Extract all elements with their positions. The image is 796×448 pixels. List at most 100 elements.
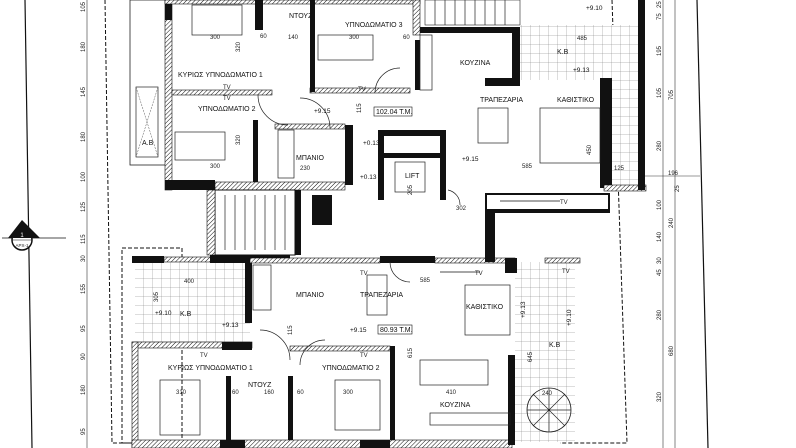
svg-text:320: 320 [236, 41, 242, 52]
svg-text:115: 115 [357, 103, 363, 113]
svg-text:310: 310 [176, 390, 187, 396]
level-mark: +9.10 [566, 309, 573, 326]
room-master-bedroom-lower: ΚΥΡΙΩΣ ΥΠΝΟΔΩΜΑΤΙΟ 1 [168, 365, 253, 372]
svg-text:705: 705 [669, 89, 675, 100]
level-mark: +9.15 [314, 108, 331, 115]
section-ref: ΑΡΧ-1 [15, 243, 29, 248]
svg-text:45: 45 [657, 269, 663, 276]
svg-text:95: 95 [81, 325, 87, 332]
svg-text:100: 100 [657, 199, 663, 210]
room-veranda-right: Κ.Β [549, 342, 561, 349]
tv-label: TV [360, 271, 368, 277]
svg-text:155: 155 [81, 283, 87, 294]
tv-label: TV [475, 271, 483, 277]
setback-line-left [104, 0, 140, 444]
level-mark: +9.10 [586, 5, 603, 12]
svg-text:95: 95 [81, 428, 87, 435]
svg-text:585: 585 [522, 164, 533, 170]
svg-text:125: 125 [614, 166, 625, 172]
svg-text:240: 240 [669, 217, 675, 228]
tv-label: TV [358, 87, 366, 93]
room-bathroom: ΜΠΑΝΙΟ [296, 155, 325, 162]
svg-text:145: 145 [81, 86, 87, 97]
svg-text:60: 60 [260, 34, 267, 40]
area-label-lower: 80.93 Τ.Μ. [380, 327, 413, 334]
room-bedroom-3: ΥΠΝΟΔΩΜΑΤΙΟ 3 [345, 22, 403, 29]
svg-text:180: 180 [81, 41, 87, 52]
ab-shaft [135, 86, 159, 158]
svg-text:205: 205 [408, 184, 414, 195]
svg-text:302: 302 [456, 206, 467, 212]
svg-text:585: 585 [420, 278, 431, 284]
lower-apartment [131, 210, 581, 448]
tv-label: TV [562, 269, 570, 275]
property-line-right [696, 0, 709, 448]
level-mark: +0.13 [360, 174, 377, 181]
sofa [464, 284, 511, 336]
level-mark: +9.13 [573, 67, 590, 74]
section-marker[interactable]: 1 ΑΡΧ-1 [2, 220, 66, 251]
svg-text:320: 320 [657, 391, 663, 402]
svg-text:450: 450 [587, 144, 593, 155]
level-mark: +9.15 [462, 156, 479, 163]
tv-label: TV [223, 96, 231, 102]
ab-label: Α.Β [142, 140, 154, 147]
svg-text:410: 410 [446, 390, 457, 396]
lift-label: LIFT [405, 173, 420, 180]
svg-text:90: 90 [81, 353, 87, 360]
property-line-left [24, 0, 33, 448]
left-dimension-chain: 105 180 145 180 100 125 115 30 155 95 90… [81, 1, 87, 435]
area-label: 102.04 Τ.Μ. [376, 109, 413, 116]
svg-text:195: 195 [657, 45, 663, 56]
room-veranda-left: Κ.Β [180, 311, 192, 318]
room-shower: ΝΤΟΥΖ [289, 13, 313, 20]
svg-text:180: 180 [81, 131, 87, 142]
svg-text:280: 280 [657, 309, 663, 320]
room-bathroom-lower: ΜΠΑΝΙΟ [296, 292, 325, 299]
svg-text:75: 75 [657, 13, 663, 20]
tv-label: TV [360, 353, 368, 359]
room-kitchen: ΚΟΥΖΙΝΑ [460, 60, 491, 67]
svg-text:160: 160 [264, 390, 275, 396]
room-kitchen-lower: ΚΟΥΖΙΝΑ [440, 402, 471, 409]
level-mark: +9.13 [520, 301, 527, 318]
svg-text:115: 115 [81, 234, 87, 244]
room-living: ΚΑΘΙΣΤΙΚΟ [557, 97, 595, 104]
tv-label: TV [200, 353, 208, 359]
room-dining: ΤΡΑΠΕΖΑΡΙΑ [480, 97, 523, 104]
svg-text:140: 140 [657, 231, 663, 242]
room-shower-lower: ΝΤΟΥΖ [248, 382, 272, 389]
svg-text:300: 300 [210, 164, 221, 170]
svg-text:280: 280 [657, 140, 663, 151]
svg-text:60: 60 [403, 35, 410, 41]
svg-text:125: 125 [81, 201, 87, 212]
svg-text:25: 25 [675, 185, 681, 192]
level-mark: +9.15 [350, 327, 367, 334]
right-dimension-chain: 25 75 195 105 280 25 100 140 30 45 280 3… [657, 1, 681, 402]
svg-text:105: 105 [657, 87, 663, 98]
svg-text:300: 300 [343, 390, 354, 396]
svg-text:400: 400 [184, 279, 195, 285]
room-living-lower: ΚΑΘΙΣΤΙΚΟ [466, 304, 504, 311]
svg-text:645: 645 [528, 351, 534, 362]
svg-text:100: 100 [81, 171, 87, 182]
section-number: 1 [20, 233, 24, 239]
room-dining-lower: ΤΡΑΠΕΖΑΡΙΑ [360, 292, 403, 299]
svg-text:30: 30 [81, 255, 87, 262]
level-mark: +9.10 [155, 310, 172, 317]
room-bedroom-2: ΥΠΝΟΔΩΜΑΤΙΟ 2 [198, 106, 256, 113]
level-mark: +0.13 [363, 140, 380, 147]
room-veranda: Κ.Β [557, 49, 569, 56]
level-mark: +9.13 [222, 322, 239, 329]
svg-text:115: 115 [288, 325, 294, 335]
svg-text:60: 60 [297, 390, 304, 396]
svg-text:240: 240 [542, 391, 553, 397]
svg-text:196: 196 [668, 171, 679, 177]
svg-text:300: 300 [349, 35, 360, 41]
svg-text:485: 485 [577, 36, 588, 42]
room-bedroom-2-lower: ΥΠΝΟΔΩΜΑΤΙΟ 2 [322, 365, 380, 372]
svg-text:230: 230 [300, 166, 311, 172]
tv-label: TV [223, 85, 231, 91]
svg-text:25: 25 [657, 1, 663, 8]
